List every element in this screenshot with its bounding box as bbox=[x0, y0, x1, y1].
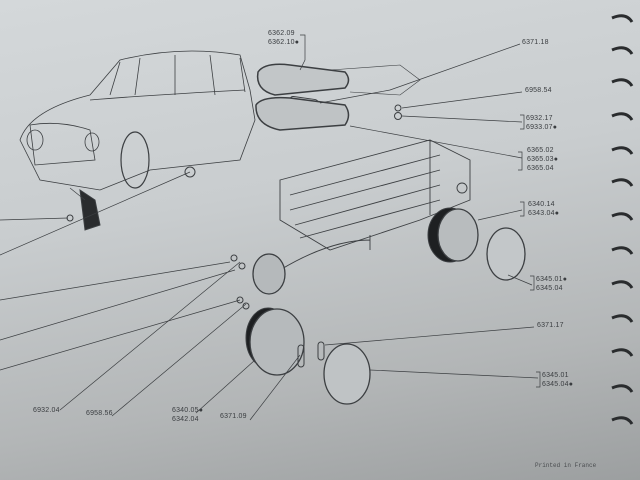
right-rear-lamp bbox=[427, 207, 526, 281]
leader-lines bbox=[0, 34, 541, 421]
part-label: 6371.09 bbox=[220, 413, 247, 420]
part-label: 6371.18 bbox=[522, 39, 549, 46]
part-label: 6932.04 bbox=[33, 407, 60, 414]
part-label: 6958.56 bbox=[86, 410, 113, 417]
part-label: 6345.01●6345.04 bbox=[536, 276, 568, 292]
part-label: 6340.05●6342.04 bbox=[172, 407, 204, 423]
part-label: 6958.54 bbox=[525, 87, 552, 94]
top-lamp-housing bbox=[255, 63, 421, 131]
car-illustration bbox=[19, 50, 256, 191]
spiral-binding bbox=[611, 14, 634, 425]
left-rear-lamp bbox=[66, 166, 371, 405]
footer-printed: Printed in France bbox=[535, 462, 597, 469]
part-label: 6371.17 bbox=[537, 322, 564, 329]
